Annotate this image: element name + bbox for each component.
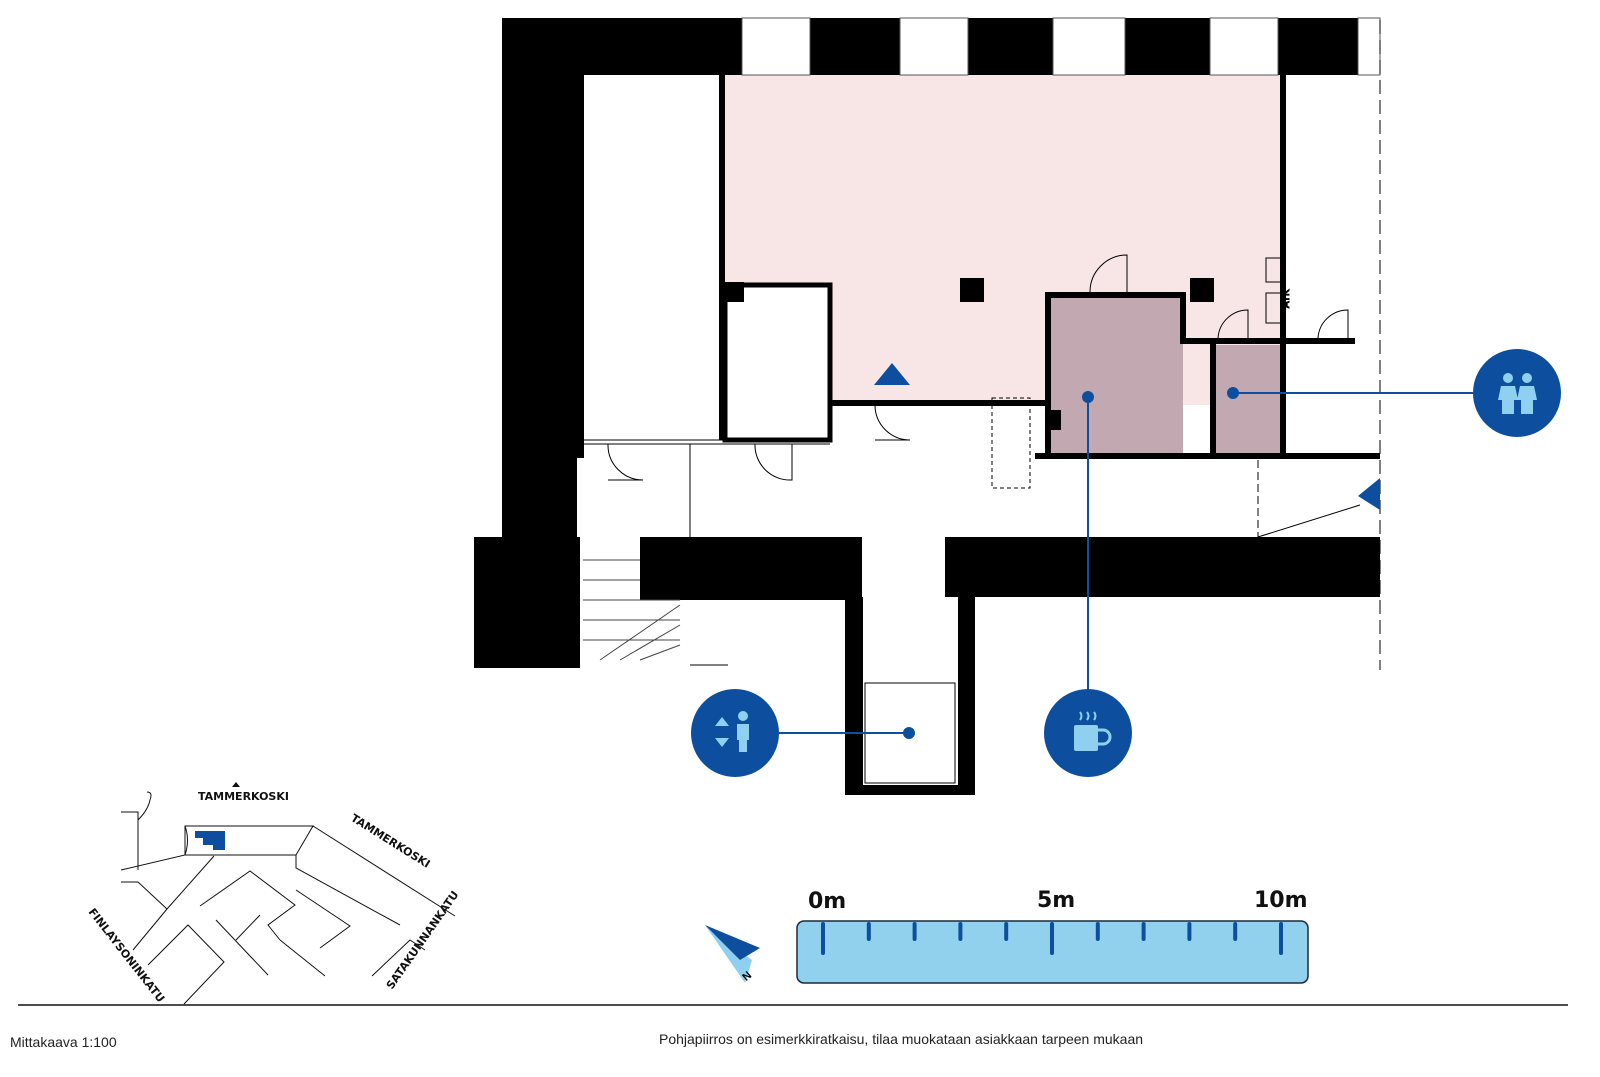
street-label-finlaysoninkatu: FINLAYSONINKATU xyxy=(86,906,167,1005)
scale-text: Mittakaava 1:100 xyxy=(10,1034,117,1050)
stairs xyxy=(583,559,681,661)
disclaimer-text: Pohjapiirros on esimerkkiratkaisu, tilaa… xyxy=(659,1031,1144,1047)
scale-label-0m: 0m xyxy=(808,889,846,914)
elevator-icon xyxy=(715,711,749,752)
scale-bar: 0m 5m 10m xyxy=(796,888,1309,984)
street-label-tammerkoski: TAMMERKOSKI xyxy=(198,790,289,803)
locator-map xyxy=(120,791,456,1005)
kitchen-room xyxy=(1048,295,1183,455)
scale-label-10m: 10m xyxy=(1254,888,1308,913)
kitchen-marker[interactable] xyxy=(1044,689,1132,777)
north-label: N xyxy=(740,969,754,983)
street-label-satakunnankatu: SATAKUNNANKATU xyxy=(384,889,462,992)
elevator-marker[interactable] xyxy=(691,689,779,777)
street-label-tammerkoski-2: TAMMERKOSKI xyxy=(348,812,432,871)
marker-leaders xyxy=(779,387,1473,739)
locator-highlight xyxy=(195,831,225,850)
plan-details: ATK xyxy=(583,20,1381,784)
storage-room xyxy=(722,282,833,443)
wc-room xyxy=(1215,345,1280,455)
coffee-cup-icon xyxy=(1074,711,1112,751)
windows xyxy=(741,17,1381,76)
entrance-arrow-icon xyxy=(874,363,910,385)
north-arrow-icon: N xyxy=(705,925,760,984)
restroom-marker[interactable] xyxy=(1473,349,1561,437)
restroom-icon xyxy=(1498,373,1537,414)
scale-label-5m: 5m xyxy=(1037,888,1075,913)
atk-label: ATK xyxy=(1281,289,1292,308)
entrance-arrow-right-icon xyxy=(1358,478,1380,510)
